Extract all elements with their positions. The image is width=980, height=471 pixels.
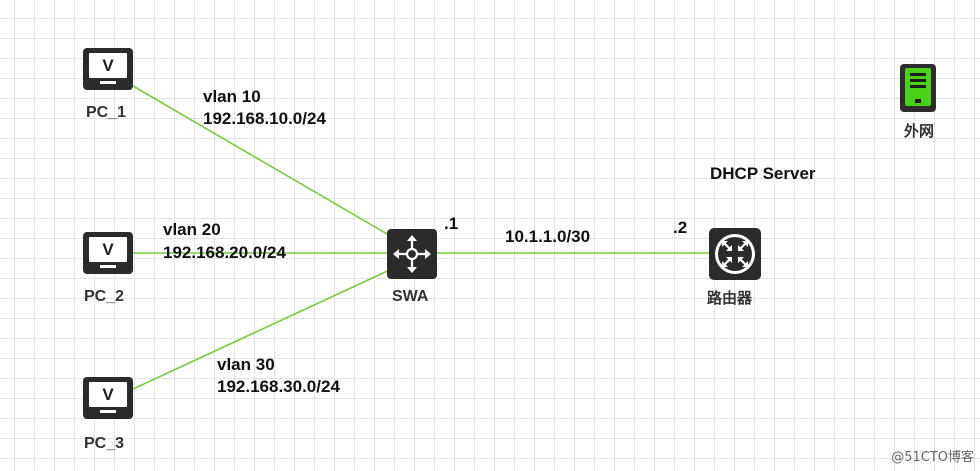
vlan30-subnet: 192.168.30.0/24 xyxy=(217,377,340,396)
router-icon xyxy=(715,234,755,274)
router-device[interactable] xyxy=(709,228,761,280)
router-label: 路由器 xyxy=(707,289,753,307)
pc-monitor-icon: V xyxy=(89,53,127,78)
vlan30-name: vlan 30 xyxy=(217,355,275,374)
swa-label: SWA xyxy=(392,288,429,305)
pc-monitor-icon: V xyxy=(89,382,127,407)
vlan10-subnet: 192.168.10.0/24 xyxy=(203,109,326,128)
pc3-device[interactable]: V xyxy=(83,377,133,419)
dhcp-server-label: DHCP Server xyxy=(710,164,816,183)
pc1-label: PC_1 xyxy=(86,104,127,121)
watermark: @51CTO博客 xyxy=(891,450,974,465)
router-ip-label: .2 xyxy=(673,218,688,237)
pc3-label: PC_3 xyxy=(84,435,125,452)
swa-ip-label: .1 xyxy=(444,214,459,233)
l3-switch-icon xyxy=(393,235,431,273)
uplink-subnet-label: 10.1.1.0/30 xyxy=(505,227,591,246)
pc-monitor-icon: V xyxy=(89,237,127,262)
pc1-device[interactable]: V xyxy=(83,48,133,90)
internet-label: 外网 xyxy=(904,122,935,140)
pc2-device[interactable]: V xyxy=(83,232,133,274)
pc2-label: PC_2 xyxy=(84,288,125,305)
link-pc1-swa xyxy=(132,85,395,239)
vlan20-name: vlan 20 xyxy=(163,220,221,239)
internet-device[interactable] xyxy=(900,64,936,112)
swa-device[interactable] xyxy=(387,229,437,279)
link-pc3-swa xyxy=(132,267,395,390)
vlan20-subnet: 192.168.20.0/24 xyxy=(163,243,286,262)
vlan10-name: vlan 10 xyxy=(203,87,261,106)
server-icon xyxy=(905,68,931,106)
